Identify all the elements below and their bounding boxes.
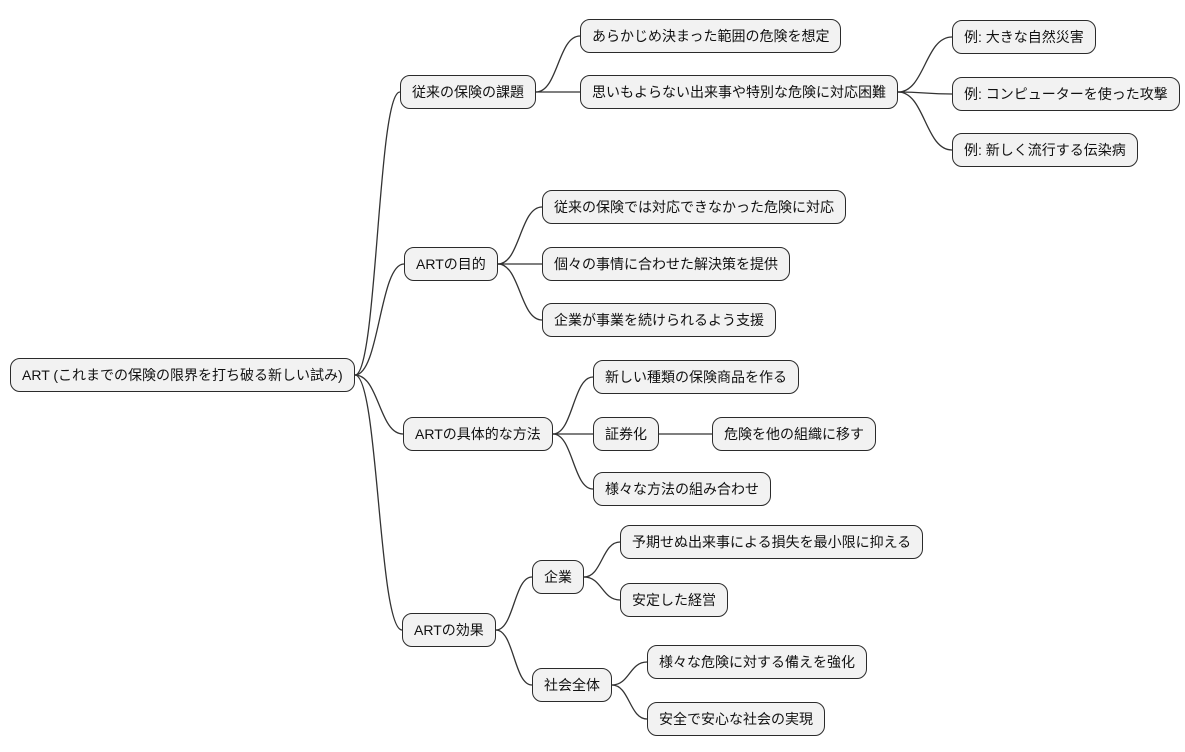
edge-companies-stable-management bbox=[583, 576, 621, 601]
edge-unexpected-difficult-ex-cyber bbox=[897, 91, 953, 95]
edge-root-effects bbox=[354, 374, 403, 631]
edge-society-strengthen-preparedness bbox=[611, 661, 648, 686]
node-methods: ARTの具体的な方法 bbox=[403, 417, 553, 451]
edge-effects-companies bbox=[495, 576, 533, 631]
node-minimize-losses: 予期せぬ出来事による損失を最小限に抑える bbox=[620, 525, 924, 559]
node-stable-management: 安定した経営 bbox=[620, 583, 728, 617]
node-root: ART (これまでの保険の限界を打ち破る新しい試み) bbox=[10, 358, 355, 392]
edge-purpose-business-continuity bbox=[497, 263, 543, 321]
node-combine-methods: 様々な方法の組み合わせ bbox=[593, 472, 771, 506]
edge-root-challenges bbox=[354, 91, 401, 376]
node-effects: ARTの効果 bbox=[402, 613, 496, 647]
edge-root-purpose bbox=[354, 263, 405, 376]
edge-companies-minimize-losses bbox=[583, 541, 621, 578]
node-safe-society: 安全で安心な社会の実現 bbox=[647, 702, 825, 736]
edge-unexpected-difficult-ex-disaster bbox=[897, 36, 953, 93]
edge-society-safe-society bbox=[611, 684, 648, 720]
node-transfer-risk: 危険を他の組織に移す bbox=[712, 417, 876, 451]
node-ex-cyber: 例: コンピューターを使った攻撃 bbox=[952, 77, 1180, 111]
edge-effects-society bbox=[495, 629, 533, 686]
edge-root-methods bbox=[354, 374, 404, 435]
node-strengthen-preparedness: 様々な危険に対する備えを強化 bbox=[647, 645, 867, 679]
node-business-continuity: 企業が事業を続けられるよう支援 bbox=[542, 303, 776, 337]
node-cover-uncovered: 従来の保険では対応できなかった危険に対応 bbox=[542, 190, 846, 224]
node-new-insurance-products: 新しい種類の保険商品を作る bbox=[593, 360, 799, 394]
node-ex-disaster: 例: 大きな自然災害 bbox=[952, 20, 1096, 54]
node-challenges: 従来の保険の課題 bbox=[400, 75, 536, 109]
node-purpose: ARTの目的 bbox=[404, 247, 498, 281]
node-assumed-scope: あらかじめ決まった範囲の危険を想定 bbox=[580, 19, 842, 53]
edge-purpose-cover-uncovered bbox=[497, 206, 543, 265]
edge-methods-new-insurance-products bbox=[552, 376, 594, 435]
edge-challenges-assumed-scope bbox=[535, 35, 581, 93]
edge-unexpected-difficult-ex-pandemic bbox=[897, 91, 953, 151]
node-securitization: 証券化 bbox=[593, 417, 659, 451]
node-unexpected-difficult: 思いもよらない出来事や特別な危険に対応困難 bbox=[580, 75, 898, 109]
node-tailored-solutions: 個々の事情に合わせた解決策を提供 bbox=[542, 247, 790, 281]
node-companies: 企業 bbox=[532, 560, 584, 594]
node-ex-pandemic: 例: 新しく流行する伝染病 bbox=[952, 133, 1138, 167]
node-society: 社会全体 bbox=[532, 668, 612, 702]
edge-methods-combine-methods bbox=[552, 433, 594, 490]
